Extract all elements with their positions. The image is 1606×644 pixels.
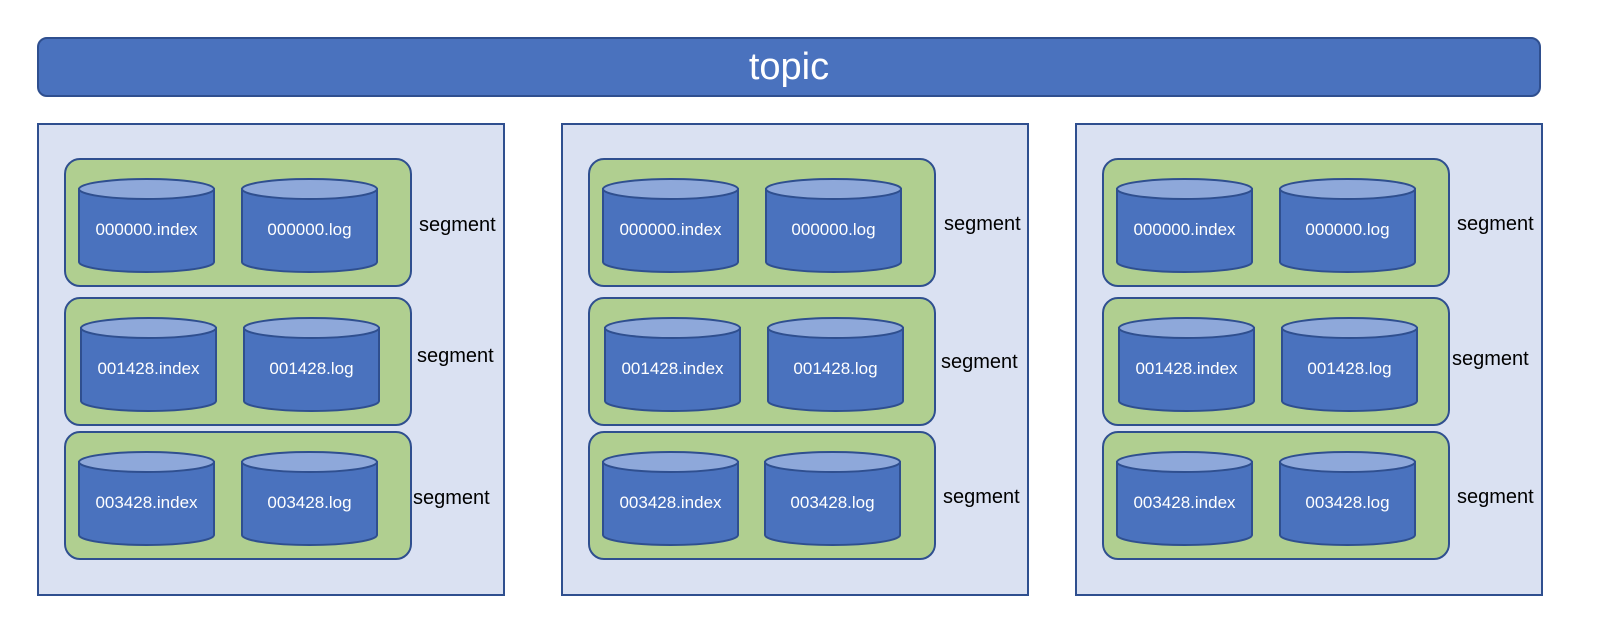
index-file-cylinder: 000000.index (1116, 178, 1253, 274)
index-file-label: 001428.index (621, 359, 724, 378)
log-file-cylinder: 003428.log (1279, 451, 1416, 547)
segment-label: segment (1457, 486, 1534, 508)
log-file-cylinder: 001428.log (1281, 317, 1418, 413)
log-file-cylinder: 000000.log (1279, 178, 1416, 274)
segment-label: segment (1452, 348, 1529, 370)
index-file-cylinder: 003428.index (602, 451, 739, 547)
segment-box: 003428.index 003428.log (588, 431, 936, 560)
segment-box: 000000.index 000000.log (64, 158, 412, 287)
log-file-cylinder: 001428.log (243, 317, 380, 413)
index-file-label: 003428.index (1133, 493, 1236, 512)
partition-3: 000000.index 000000.log segment 001428.i… (1075, 123, 1543, 596)
topic-label: topic (748, 45, 830, 88)
index-file-cylinder: 003428.index (1116, 451, 1253, 547)
log-file-label: 000000.log (791, 220, 876, 239)
segment-box: 003428.index 003428.log (64, 431, 412, 560)
topic-bar: topic (37, 37, 1541, 97)
index-file-cylinder: 001428.index (604, 317, 741, 413)
segment-label: segment (413, 487, 490, 509)
index-file-label: 001428.index (1135, 359, 1238, 378)
segment-box: 001428.index 001428.log (588, 297, 936, 426)
index-file-label: 003428.index (95, 493, 198, 512)
segment-box: 000000.index 000000.log (1102, 158, 1450, 287)
log-file-label: 003428.log (267, 493, 352, 512)
log-file-cylinder: 000000.log (765, 178, 902, 274)
segment-box: 001428.index 001428.log (1102, 297, 1450, 426)
log-file-label: 000000.log (267, 220, 352, 239)
partition-2: 000000.index 000000.log segment 001428.i… (561, 123, 1029, 596)
log-file-cylinder: 000000.log (241, 178, 378, 274)
segment-label: segment (944, 213, 1021, 235)
index-file-label: 001428.index (97, 359, 200, 378)
segment-label: segment (943, 486, 1020, 508)
index-file-cylinder: 001428.index (80, 317, 217, 413)
segment-box: 001428.index 001428.log (64, 297, 412, 426)
log-file-label: 001428.log (793, 359, 878, 378)
log-file-label: 003428.log (790, 493, 875, 512)
log-file-label: 003428.log (1305, 493, 1390, 512)
segment-label: segment (417, 345, 494, 367)
partition-1: 000000.index 000000.log segment 001428.i… (37, 123, 505, 596)
index-file-label: 000000.index (619, 220, 722, 239)
segment-label: segment (1457, 213, 1534, 235)
log-file-cylinder: 003428.log (764, 451, 901, 547)
index-file-label: 000000.index (95, 220, 198, 239)
log-file-label: 000000.log (1305, 220, 1390, 239)
log-file-cylinder: 001428.log (767, 317, 904, 413)
index-file-cylinder: 001428.index (1118, 317, 1255, 413)
log-file-cylinder: 003428.log (241, 451, 378, 547)
index-file-cylinder: 003428.index (78, 451, 215, 547)
index-file-cylinder: 000000.index (602, 178, 739, 274)
index-file-label: 003428.index (619, 493, 722, 512)
segment-box: 000000.index 000000.log (588, 158, 936, 287)
log-file-label: 001428.log (269, 359, 354, 378)
segment-label: segment (941, 351, 1018, 373)
index-file-cylinder: 000000.index (78, 178, 215, 274)
log-file-label: 001428.log (1307, 359, 1392, 378)
segment-label: segment (419, 214, 496, 236)
segment-box: 003428.index 003428.log (1102, 431, 1450, 560)
index-file-label: 000000.index (1133, 220, 1236, 239)
